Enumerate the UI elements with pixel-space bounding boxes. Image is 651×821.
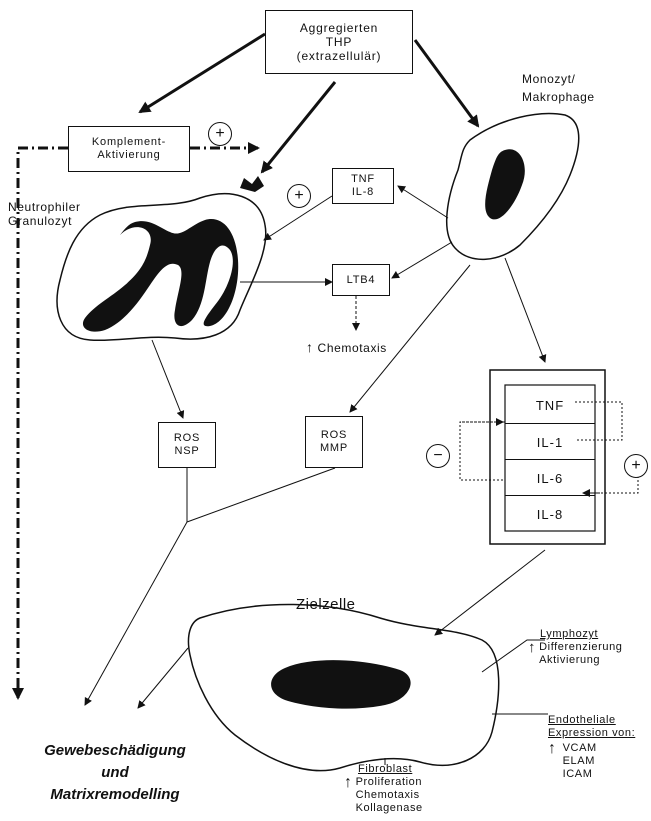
plus-sign-cytokines: +	[624, 454, 648, 478]
plus-sign-complement: +	[208, 122, 232, 146]
ros-nsp-box: ROS NSP	[158, 422, 216, 468]
endothelial-up-arrow: ↑	[548, 742, 557, 755]
monocyte-label: Monozyt/ Makrophage	[522, 70, 595, 106]
fibroblast-item-chemotaxis: Chemotaxis	[356, 789, 423, 802]
outcome-line1: Gewebeschädigung	[0, 740, 230, 762]
neutrophil-label: Neutrophiler Granulozyt	[8, 200, 81, 228]
complement-line2: Aktivierung	[97, 149, 160, 162]
thp-box: Aggregierten THP (extrazellulär)	[265, 10, 413, 74]
arrow-thp-neutrophil	[262, 82, 335, 172]
chemotaxis-label: ↑ Chemotaxis	[306, 340, 387, 355]
monocyte-line2: Makrophage	[522, 88, 595, 106]
lymphocyte-line1: Differenzierung	[539, 641, 622, 654]
tnf-il8-line1: TNF	[351, 173, 375, 186]
target-cell-label: Zielzelle	[296, 598, 356, 612]
arrow-complement-damage-line	[18, 148, 68, 690]
line-ros-mmp-merge	[187, 468, 335, 522]
ros-mmp-line1: ROS	[321, 429, 347, 442]
cytokine-item-il6: IL-6	[505, 459, 595, 496]
chemotaxis-text: Chemotaxis	[318, 341, 387, 355]
lymphocyte-up-arrow: ↑	[528, 641, 536, 654]
minus-sign-cytokines: −	[426, 444, 450, 468]
thp-line1: Aggregierten	[300, 21, 378, 35]
outcome-line2: und	[0, 762, 230, 784]
lymphocyte-line2: Aktivierung	[539, 654, 622, 667]
arrow-monocyte-cytokines	[505, 258, 545, 362]
arrow-monocyte-tnf	[398, 186, 448, 218]
tnf-il8-line2: IL-8	[352, 186, 374, 199]
neutrophil-cell	[57, 176, 266, 340]
ros-nsp-line2: NSP	[174, 445, 199, 458]
complement-box: Komplement- Aktivierung	[68, 126, 190, 172]
endothelial-item-vcam: VCAM	[563, 742, 597, 755]
thp-line3: (extrazellulär)	[297, 49, 382, 63]
ltb4-box: LTB4	[332, 264, 390, 296]
ros-mmp-box: ROS MMP	[305, 416, 363, 468]
neutrophil-line2: Granulozyt	[8, 214, 81, 228]
lymphocyte-label: Lymphozyt ↑ Differenzierung Aktivierung	[540, 628, 623, 667]
arrow-thp-monocyte	[415, 40, 478, 126]
tnf-il8-box: TNF IL-8	[332, 168, 394, 204]
ltb4-label: LTB4	[347, 274, 376, 287]
arrow-monocyte-ltb4	[392, 242, 452, 278]
endothelial-item-icam: ICAM	[563, 768, 597, 781]
complement-line1: Komplement-	[92, 136, 166, 149]
endothelial-title1: Endotheliale	[548, 714, 635, 727]
arrow-cytokines-target	[435, 550, 545, 635]
monocyte-cell	[447, 114, 579, 260]
arrow-thp-complement	[140, 34, 265, 112]
outcome-line3: Matrixremodelling	[0, 784, 230, 806]
ros-mmp-line2: MMP	[320, 442, 348, 455]
fibroblast-item-proliferation: Proliferation	[356, 776, 423, 789]
cytokine-item-tnf: TNF	[505, 387, 595, 423]
arrow-neutrophil-ros-nsp	[152, 340, 183, 418]
endothelial-item-elam: ELAM	[563, 755, 597, 768]
fibroblast-title: Fibroblast	[358, 763, 423, 776]
monocyte-line1: Monozyt/	[522, 70, 595, 88]
fibroblast-up-arrow: ↑	[344, 776, 353, 789]
cytokine-item-il8: IL-8	[505, 495, 595, 532]
chemotaxis-up-arrow: ↑	[306, 339, 314, 355]
endothelial-title2: Expression von:	[548, 727, 635, 740]
fibroblast-label: Fibroblast ↑ Proliferation Chemotaxis Ko…	[358, 763, 423, 815]
cytokine-item-il1: IL-1	[505, 423, 595, 460]
neutrophil-line1: Neutrophiler	[8, 200, 81, 214]
target-cell	[188, 604, 498, 770]
endothelial-label: Endotheliale Expression von: ↑ VCAM ELAM…	[548, 714, 635, 781]
outcome-label: Gewebeschädigung und Matrixremodelling	[0, 740, 230, 806]
fibroblast-item-collagenase: Kollagenase	[356, 802, 423, 815]
ros-nsp-line1: ROS	[174, 432, 200, 445]
thp-line2: THP	[326, 35, 352, 49]
arrow-ros-damage	[85, 522, 187, 705]
arrow-target-damage	[138, 648, 188, 708]
lymphocyte-title: Lymphozyt	[540, 628, 623, 641]
plus-sign-tnf: +	[287, 184, 311, 208]
